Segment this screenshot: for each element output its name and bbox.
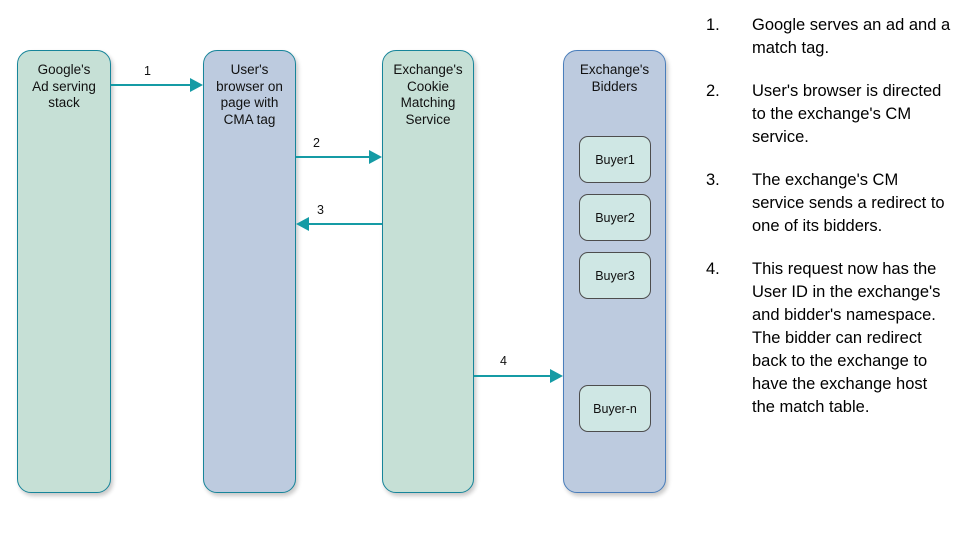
arrow-2-line — [296, 156, 369, 159]
arrow-3-head-icon — [296, 217, 309, 231]
lane-user-browser: User's browser on page with CMA tag — [203, 50, 296, 493]
step-2-number: 2. — [706, 82, 720, 100]
steps-list: 1. Google serves an ad and a match tag. … — [706, 14, 954, 439]
arrow-3-line — [309, 223, 382, 226]
buyer-box-n: Buyer-n — [579, 385, 651, 432]
arrow-2-head-icon — [369, 150, 382, 164]
arrow-1-line — [111, 84, 190, 87]
arrow-1-label: 1 — [144, 64, 151, 78]
buyer-box-1-label: Buyer1 — [595, 152, 635, 167]
list-item: 1. Google serves an ad and a match tag. — [706, 14, 954, 60]
list-item: 4. This request now has the User ID in t… — [706, 258, 954, 419]
list-item: 2. User's browser is directed to the exc… — [706, 80, 954, 149]
lane-google-ad-serving-stack-label: Google's Ad serving stack — [32, 62, 96, 110]
step-4-number: 4. — [706, 260, 720, 278]
step-3-number: 3. — [706, 171, 720, 189]
arrow-2-label: 2 — [313, 136, 320, 150]
arrow-4-label: 4 — [500, 354, 507, 368]
buyer-box-3-label: Buyer3 — [595, 268, 635, 283]
list-item: 3. The exchange's CM service sends a red… — [706, 169, 954, 238]
arrow-4-head-icon — [550, 369, 563, 383]
buyer-box-n-label: Buyer-n — [593, 401, 637, 416]
buyer-box-2-label: Buyer2 — [595, 210, 635, 225]
step-2-text: User's browser is directed to the exchan… — [752, 82, 942, 146]
buyer-box-2: Buyer2 — [579, 194, 651, 241]
lane-exchange-bidders-label: Exchange's Bidders — [579, 62, 650, 94]
buyer-box-1: Buyer1 — [579, 136, 651, 183]
lane-user-browser-label: User's browser on page with CMA tag — [216, 62, 283, 127]
arrow-3-label: 3 — [317, 203, 324, 217]
cookie-matching-flow-diagram: Google's Ad serving stack User's browser… — [17, 50, 666, 493]
step-3-text: The exchange's CM service sends a redire… — [752, 171, 945, 235]
step-4-text: This request now has the User ID in the … — [752, 260, 941, 416]
lane-exchange-cookie-matching-service-label: Exchange's Cookie Matching Service — [393, 62, 463, 127]
lane-exchange-cookie-matching-service: Exchange's Cookie Matching Service — [382, 50, 474, 493]
step-1-number: 1. — [706, 16, 720, 34]
step-1-text: Google serves an ad and a match tag. — [752, 16, 951, 57]
arrow-4-line — [474, 375, 550, 378]
arrow-1-head-icon — [190, 78, 203, 92]
buyer-box-3: Buyer3 — [579, 252, 651, 299]
lane-google-ad-serving-stack: Google's Ad serving stack — [17, 50, 111, 493]
